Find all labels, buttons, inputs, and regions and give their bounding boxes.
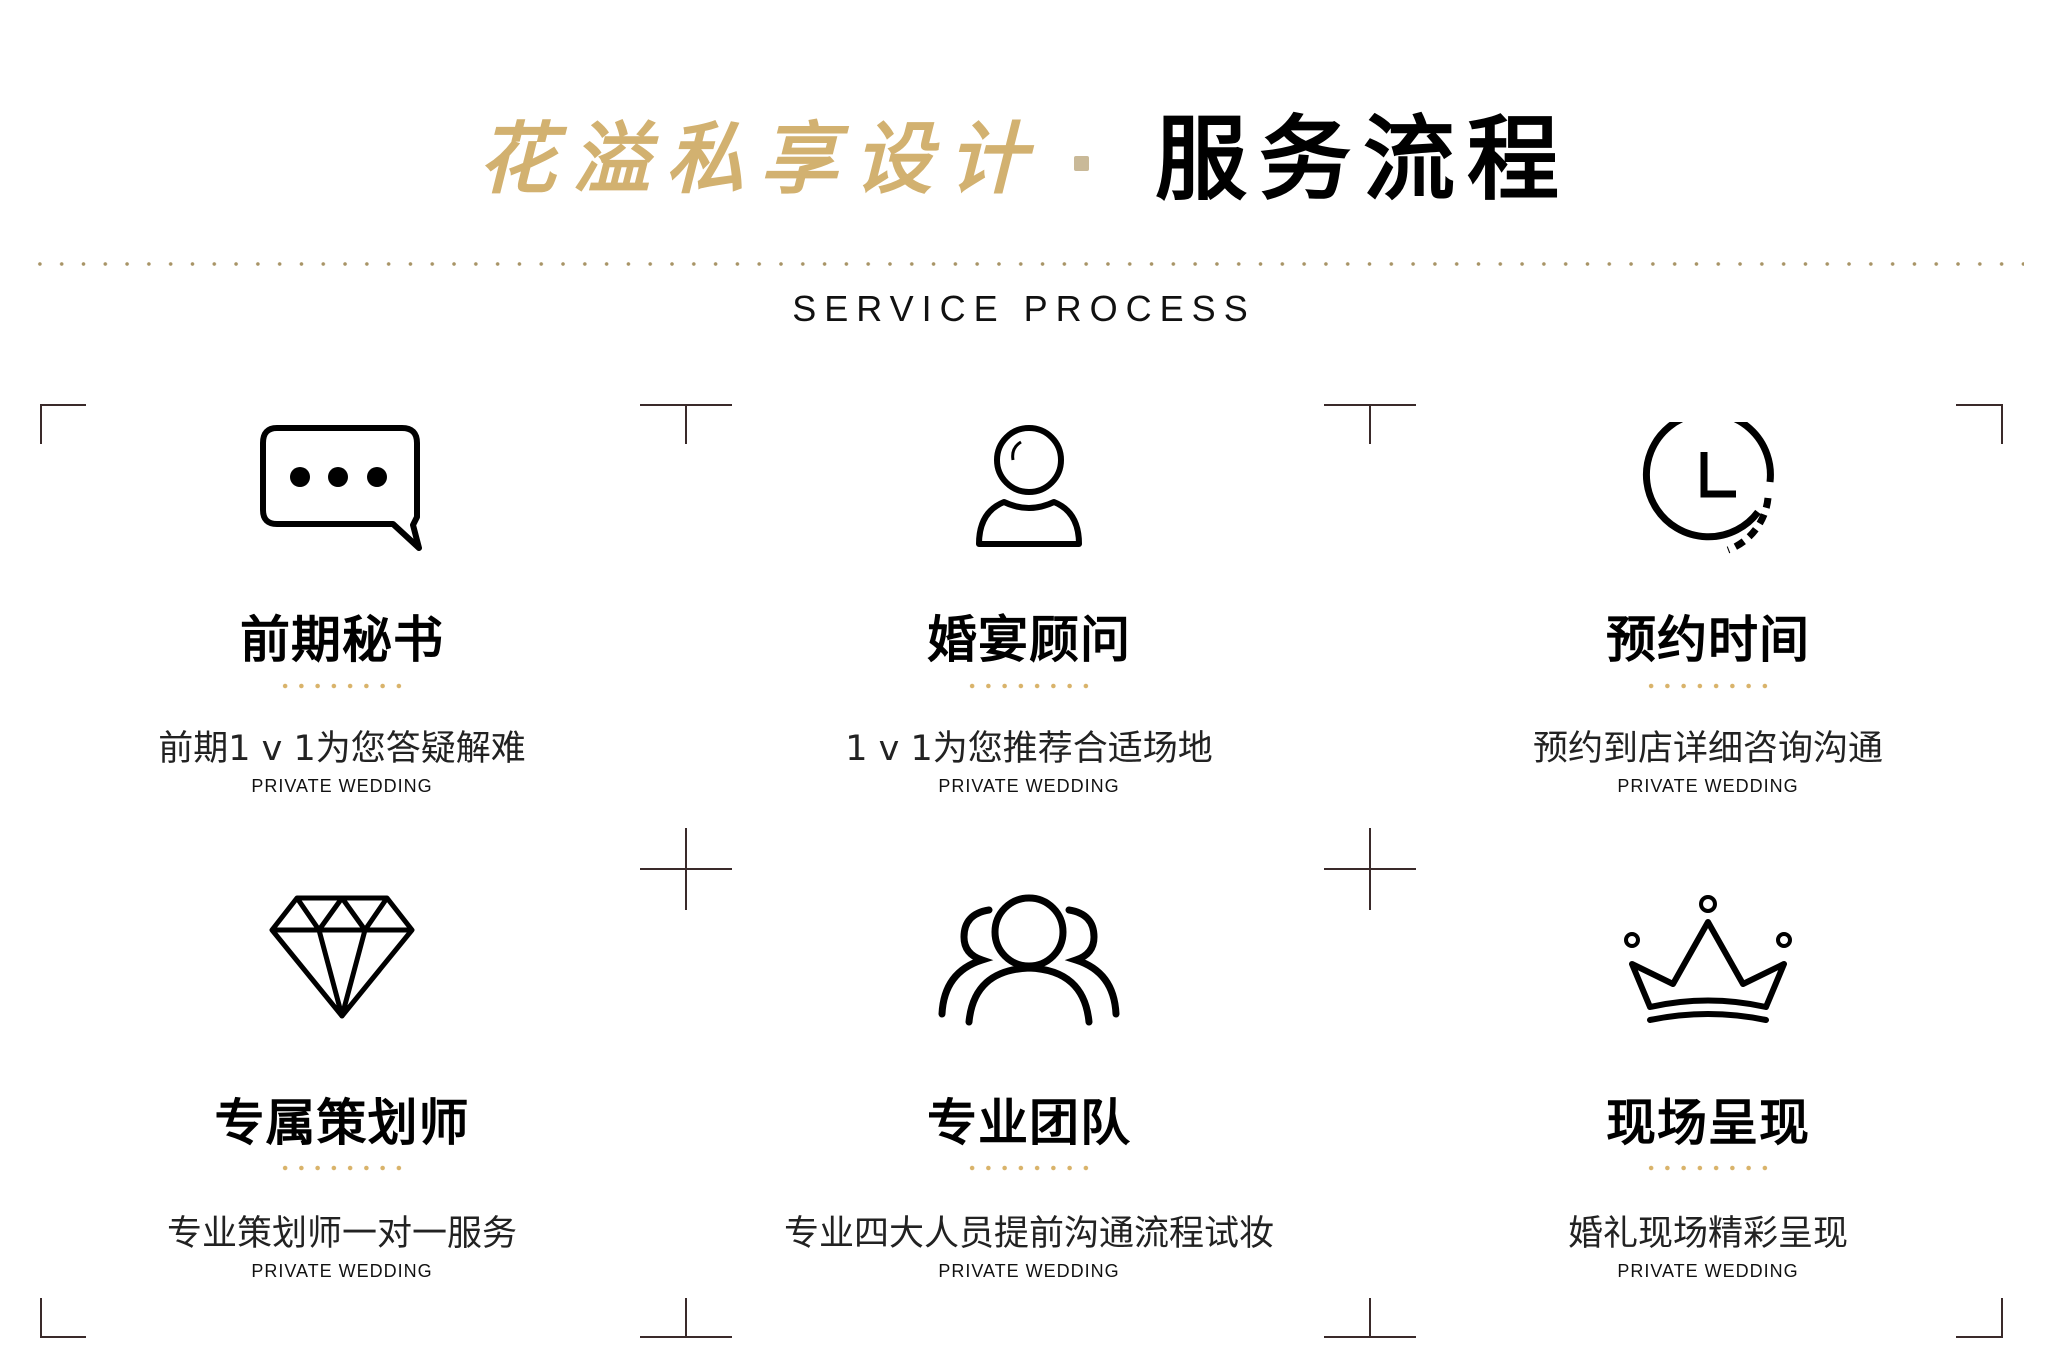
section-title: 服务流程 <box>1155 106 1572 213</box>
service-title: 专属策划师 <box>214 1094 470 1152</box>
service-item: 预约时间 预约到店详细咨询沟通 PRIVATE WEDDING <box>1368 400 2048 800</box>
page-title: 花溢私享设计 服务流程 <box>0 105 2048 215</box>
service-item: 婚宴顾问 1 v 1为您推荐合适场地 PRIVATE WEDDING <box>689 400 1369 800</box>
dotted-divider <box>29 262 2024 266</box>
service-subtitle: PRIVATE WEDDING <box>938 776 1120 796</box>
service-description: 婚礼现场精彩呈现 <box>1567 1214 1848 1254</box>
gold-dots <box>277 1165 407 1171</box>
gold-dots <box>964 1165 1094 1171</box>
service-subtitle: PRIVATE WEDDING <box>251 1261 433 1281</box>
section-subtitle: SERVICE PROCESS <box>792 288 1256 329</box>
service-title: 预约时间 <box>1606 611 1810 669</box>
service-item: 专业团队 专业四大人员提前沟通流程试妆 PRIVATE WEDDING <box>689 870 1369 1290</box>
team-icon <box>938 894 1120 1026</box>
brand-title: 花溢私享设计 <box>478 114 1043 205</box>
service-description: 前期1 v 1为您答疑解难 <box>158 729 526 769</box>
service-title: 专业团队 <box>927 1094 1131 1152</box>
service-item: 现场呈现 婚礼现场精彩呈现 PRIVATE WEDDING <box>1368 870 2048 1290</box>
service-description: 专业四大人员提前沟通流程试妆 <box>783 1214 1274 1254</box>
gold-dots <box>964 683 1094 689</box>
gold-dots <box>1643 1165 1773 1171</box>
service-item: 前期秘书 前期1 v 1为您答疑解难 PRIVATE WEDDING <box>2 400 682 800</box>
service-title: 婚宴顾问 <box>927 611 1131 669</box>
title-separator-dot <box>1074 156 1089 171</box>
crown-icon <box>1624 895 1792 1023</box>
service-title: 现场呈现 <box>1606 1094 1810 1152</box>
service-subtitle: PRIVATE WEDDING <box>1617 1261 1799 1281</box>
diamond-icon <box>269 895 415 1019</box>
person-icon <box>976 425 1082 547</box>
service-description: 1 v 1为您推荐合适场地 <box>845 729 1213 769</box>
service-subtitle: PRIVATE WEDDING <box>251 776 433 796</box>
chat-bubble-icon <box>260 425 422 551</box>
service-item: 专属策划师 专业策划师一对一服务 PRIVATE WEDDING <box>2 870 682 1290</box>
clock-icon <box>1642 422 1774 554</box>
service-description: 预约到店详细咨询沟通 <box>1532 729 1883 769</box>
service-title: 前期秘书 <box>240 611 444 669</box>
service-subtitle: PRIVATE WEDDING <box>938 1261 1120 1281</box>
gold-dots <box>277 683 407 689</box>
gold-dots <box>1643 683 1773 689</box>
service-description: 专业策划师一对一服务 <box>166 1214 517 1254</box>
service-subtitle: PRIVATE WEDDING <box>1617 776 1799 796</box>
